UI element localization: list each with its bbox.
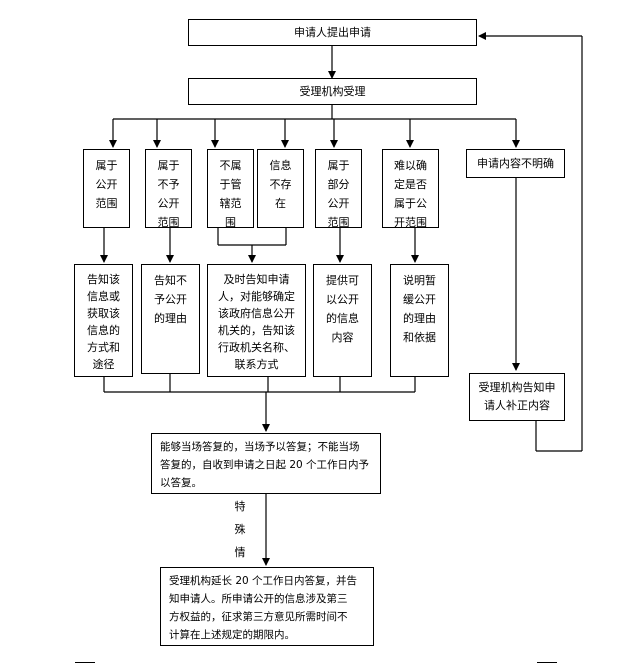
node-cat-public: 属于 公开 范围	[83, 149, 130, 228]
node-cat-not-public: 属于 不予 公开 范围	[145, 149, 192, 229]
node-resp-partial: 提供可 以公开 的信息 内容	[313, 264, 372, 377]
node-applicant-submits-label: 申请人提出申请	[294, 26, 371, 39]
node-cat-uncertain: 难以确 定是否 属于公 开范围	[382, 149, 439, 229]
node-resp-public: 告知该 信息或 获取该 信息的 方式和 途径	[74, 264, 133, 377]
node-applicant-submits: 申请人提出申请	[188, 19, 477, 46]
node-cat-partial: 属于 部分 公开 范围	[315, 149, 362, 229]
footer-mark-left	[75, 662, 95, 663]
node-resp-notify-correct-label: 受理机构告知申 请人补正内容	[478, 381, 556, 412]
node-extension: 受理机构延长 20 个工作日内答复，并告 知申请人。所申请公开的信息涉及第三 方…	[160, 567, 374, 646]
node-resp-not-public: 告知不 予公开 的理由	[141, 264, 200, 374]
node-content-unclear: 申请内容不明确	[466, 149, 565, 178]
footer-mark-right	[537, 662, 557, 663]
node-resp-uncertain: 说明暂 缓公开 的理由 和依据	[390, 264, 449, 377]
node-content-unclear-label: 申请内容不明确	[477, 157, 554, 170]
node-cat-not-exist: 信息 不存 在	[257, 149, 304, 228]
node-agency-accepts-label: 受理机构受理	[299, 85, 366, 98]
node-resp-not-in-charge: 及时告知申请 人，对能够确定 该政府信息公开 机关的，告知该 行政机关名称、 联…	[207, 264, 306, 377]
node-resp-notify-correct: 受理机构告知申 请人补正内容	[469, 373, 565, 421]
node-cat-not-in-charge: 不属 于管 辖范 围	[207, 149, 254, 229]
node-agency-accepts: 受理机构受理	[188, 78, 477, 105]
node-reply-deadline: 能够当场答复的，当场予以答复；不能当场 答复的，自收到申请之日起 20 个工作日…	[151, 433, 381, 494]
